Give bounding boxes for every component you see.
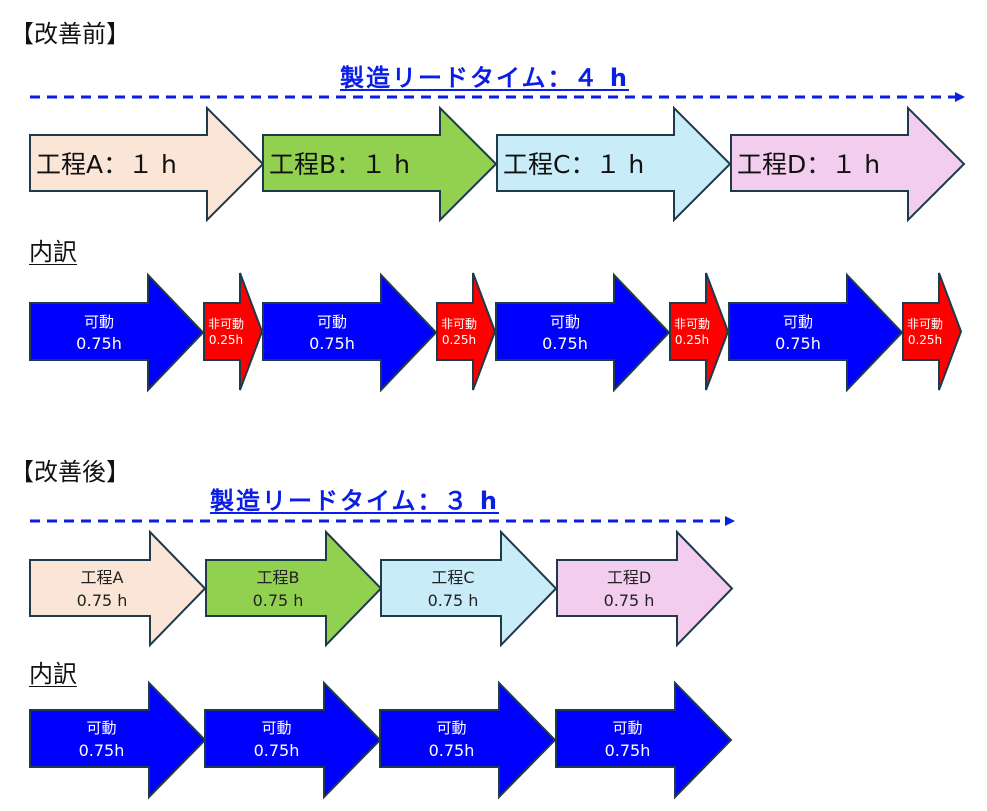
- process-arrow: 工程B：１ h: [262, 105, 498, 223]
- breakdown-label-text: 可動: [86, 719, 116, 737]
- idle-arrow: 非可動 0.25h: [203, 272, 264, 391]
- arrow-shape: [728, 272, 904, 393]
- breakdown-value-text: 0.75h: [775, 334, 821, 353]
- process-value: 0.75 h: [604, 591, 655, 610]
- breakdown-label-text: 可動: [436, 719, 466, 737]
- arrow-shape: [204, 680, 382, 800]
- process-value: 0.75 h: [253, 591, 304, 610]
- breakdown-label-text: 可動: [783, 313, 813, 331]
- breakdown-label-text: 非可動: [208, 317, 244, 331]
- arrow-shape: [380, 529, 558, 648]
- breakdown-label-text: 可動: [550, 313, 580, 331]
- before-breakdown-arrows: 可動 0.75h 非可動 0.25h 可動 0.75h 非可動 0.25h 可動 0.75h 非可動…: [29, 272, 963, 393]
- arrow-shape: [262, 105, 498, 223]
- process-name: 工程A: [81, 568, 124, 587]
- arrow-shape: [29, 105, 265, 223]
- arrow-shape: [496, 105, 732, 223]
- after-lead-time-label: 製造リードタイム：３ h: [210, 487, 499, 515]
- process-value: 0.75 h: [428, 591, 479, 610]
- arrow-shape: [669, 272, 730, 391]
- arrow-shape: [556, 529, 734, 648]
- breakdown-value-text: 0.25h: [908, 333, 942, 347]
- process-name: 工程D: [607, 568, 651, 587]
- before-process-arrows: 工程A：１ h 工程B：１ h 工程C：１ h 工程D：１ h: [29, 105, 966, 223]
- breakdown-value-text: 0.75h: [605, 741, 651, 760]
- process-label: 工程B：１ h: [269, 150, 410, 179]
- breakdown-value-text: 0.25h: [209, 333, 243, 347]
- process-label: 工程C：１ h: [503, 150, 644, 179]
- breakdown-value-text: 0.75h: [309, 334, 355, 353]
- idle-arrow: 非可動 0.25h: [902, 272, 963, 391]
- running-arrow: 可動 0.75h: [29, 680, 207, 800]
- arrow-shape: [555, 680, 733, 800]
- breakdown-label-text: 可動: [261, 719, 291, 737]
- arrow-shape: [262, 272, 438, 393]
- breakdown-label-text: 可動: [612, 719, 642, 737]
- arrow-shape: [379, 680, 557, 800]
- running-arrow: 可動 0.75h: [379, 680, 557, 800]
- process-arrow: 工程B 0.75 h: [205, 529, 383, 648]
- arrow-shape: [730, 105, 966, 223]
- process-arrow: 工程C：１ h: [496, 105, 732, 223]
- arrow-shape: [29, 529, 207, 648]
- process-arrow: 工程C 0.75 h: [380, 529, 558, 648]
- breakdown-value-text: 0.75h: [254, 741, 300, 760]
- running-arrow: 可動 0.75h: [495, 272, 671, 393]
- before-breakdown-label: 内訳: [29, 238, 77, 266]
- running-arrow: 可動 0.75h: [262, 272, 438, 393]
- idle-arrow: 非可動 0.25h: [669, 272, 730, 391]
- arrow-shape: [902, 272, 963, 391]
- breakdown-label-text: 非可動: [674, 317, 710, 331]
- arrow-shape: [29, 272, 205, 393]
- running-arrow: 可動 0.75h: [29, 272, 205, 393]
- breakdown-label-text: 可動: [317, 313, 347, 331]
- breakdown-value-text: 0.75h: [76, 334, 122, 353]
- after-section-title: 【改善後】: [10, 458, 130, 486]
- arrow-shape: [203, 272, 264, 391]
- breakdown-label-text: 可動: [84, 313, 114, 331]
- process-label: 工程D：１ h: [737, 150, 880, 179]
- process-name: 工程B: [257, 568, 300, 587]
- breakdown-value-text: 0.75h: [79, 741, 125, 760]
- before-section-title: 【改善前】: [10, 20, 130, 48]
- process-arrow: 工程A：１ h: [29, 105, 265, 223]
- breakdown-value-text: 0.25h: [442, 333, 476, 347]
- process-arrow: 工程D 0.75 h: [556, 529, 734, 648]
- running-arrow: 可動 0.75h: [555, 680, 733, 800]
- arrow-shape: [436, 272, 497, 391]
- process-label: 工程A：１ h: [36, 150, 177, 179]
- running-arrow: 可動 0.75h: [728, 272, 904, 393]
- process-value: 0.75 h: [77, 591, 128, 610]
- process-arrow: 工程D：１ h: [730, 105, 966, 223]
- breakdown-label-text: 非可動: [907, 317, 943, 331]
- after-process-arrows: 工程A 0.75 h 工程B 0.75 h 工程C 0.75 h 工程D 0.75 h: [29, 529, 734, 648]
- arrow-shape: [29, 680, 207, 800]
- breakdown-value-text: 0.25h: [675, 333, 709, 347]
- after-lead-time-arrow: [30, 516, 735, 526]
- running-arrow: 可動 0.75h: [204, 680, 382, 800]
- process-arrow: 工程A 0.75 h: [29, 529, 207, 648]
- breakdown-value-text: 0.75h: [429, 741, 475, 760]
- after-breakdown-label: 内訳: [29, 660, 77, 688]
- before-lead-time-arrow: [30, 92, 965, 102]
- breakdown-value-text: 0.75h: [542, 334, 588, 353]
- after-breakdown-arrows: 可動 0.75h 可動 0.75h 可動 0.75h 可動 0.75h: [29, 680, 733, 800]
- before-lead-time-label: 製造リードタイム：４ h: [340, 64, 629, 92]
- arrow-shape: [205, 529, 383, 648]
- idle-arrow: 非可動 0.25h: [436, 272, 497, 391]
- breakdown-label-text: 非可動: [441, 317, 477, 331]
- arrow-shape: [495, 272, 671, 393]
- process-name: 工程C: [431, 568, 474, 587]
